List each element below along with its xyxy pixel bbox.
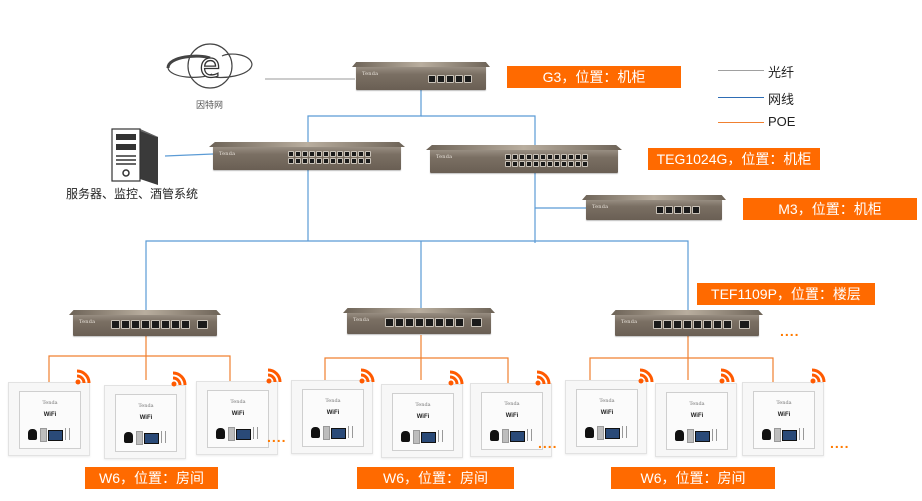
more-aps-ellipsis: ....	[538, 435, 558, 451]
uplink-port	[471, 318, 482, 327]
device-brand: Tenda	[592, 204, 609, 210]
legend-label-fiber: 光纤	[768, 65, 795, 80]
ethernet-ports	[505, 154, 588, 167]
tef1109p-switch-3: Tenda	[611, 310, 763, 336]
legend-line-fiber	[718, 70, 764, 71]
wifi-signal-icon	[75, 369, 91, 385]
ap-brand: Tenda	[230, 399, 246, 405]
ethernet-distribution	[145, 240, 689, 314]
wifi-logo: WiFi	[777, 412, 791, 418]
ap-brand: Tenda	[504, 401, 520, 407]
legend-line-ethernet	[718, 97, 764, 98]
w6-label-3: W6，位置：房间	[611, 467, 775, 489]
wifi-signal-icon	[638, 368, 654, 384]
wifi-signal-icon	[719, 368, 735, 384]
teg1024g-switch-1: Tenda	[209, 142, 405, 170]
wifi-logo: WiFi	[600, 410, 614, 416]
device-brand: Tenda	[362, 71, 379, 77]
poe-group3	[589, 357, 774, 383]
poe-ports	[653, 320, 732, 329]
ap-brand: Tenda	[325, 398, 341, 404]
device-brand: Tenda	[621, 319, 638, 325]
wifi-logo: WiFi	[326, 410, 340, 416]
m3-label: M3，位置：机柜	[743, 198, 917, 220]
g3-label: G3，位置：机柜	[507, 66, 681, 88]
m3-controller: Tenda	[582, 195, 726, 220]
wifi-logo: WiFi	[416, 414, 430, 420]
server-node: 服务器、监控、酒管系统	[60, 125, 210, 205]
g3-router: Tenda	[352, 62, 490, 90]
wifi-logo: WiFi	[505, 413, 519, 419]
tef1109p-switch-2: Tenda	[343, 308, 495, 334]
ethernet-g3-core2	[421, 115, 536, 148]
wifi-logo: WiFi	[43, 412, 57, 418]
legend-line-poe	[718, 122, 764, 123]
ethernet-ports	[428, 75, 472, 83]
ethernet-server-switch	[164, 153, 214, 157]
wifi-signal-icon	[359, 368, 375, 384]
uplink-port	[197, 320, 208, 329]
wifi-signal-icon	[171, 371, 187, 387]
internet-label: 因特网	[196, 100, 224, 110]
server-tower-icon	[111, 128, 158, 185]
poe-ports	[111, 320, 190, 329]
ap-brand: Tenda	[689, 401, 705, 407]
device-brand: Tenda	[436, 154, 453, 160]
ethernet-g3-core	[307, 88, 422, 145]
device-brand: Tenda	[219, 151, 236, 157]
w6-label-1: W6，位置：房间	[85, 467, 218, 489]
wifi-signal-icon	[810, 368, 826, 384]
wifi-logo: WiFi	[139, 415, 153, 421]
poe-ports	[385, 318, 464, 327]
wifi-signal-icon	[448, 370, 464, 386]
legend-label-poe: POE	[768, 114, 796, 129]
teg1024g-switch-2: Tenda	[426, 145, 622, 173]
ap-brand: Tenda	[42, 400, 58, 406]
wifi-signal-icon	[535, 370, 551, 386]
ap-brand: Tenda	[776, 400, 792, 406]
legend-label-ethernet: 网线	[768, 92, 795, 107]
poe-group2	[324, 357, 509, 383]
more-aps-ellipsis: ....	[830, 435, 850, 451]
uplink-port	[739, 320, 750, 329]
w6-label-2: W6，位置：房间	[357, 467, 514, 489]
svg-text:e: e	[200, 46, 221, 86]
teg1024g-label: TEG1024G，位置：机柜	[648, 148, 820, 170]
ethernet-ports	[288, 151, 371, 164]
wifi-logo: WiFi	[231, 411, 245, 417]
internet-explorer-icon: e	[166, 43, 253, 89]
server-label: 服务器、监控、酒管系统	[66, 187, 199, 201]
device-brand: Tenda	[353, 317, 370, 323]
tef1109p-switch-1: Tenda	[69, 310, 221, 336]
ethernet-ports	[656, 206, 700, 214]
ap-brand: Tenda	[138, 403, 154, 409]
internet-node: e 因特网	[160, 38, 260, 110]
poe-group1	[48, 355, 231, 383]
tef1109p-label: TEF1109P，位置：楼层	[697, 283, 875, 305]
more-aps-ellipsis: ....	[267, 429, 287, 445]
ap-brand: Tenda	[415, 402, 431, 408]
wifi-logo: WiFi	[690, 413, 704, 419]
ap-brand: Tenda	[599, 398, 615, 404]
wifi-signal-icon	[266, 368, 282, 384]
device-brand: Tenda	[79, 319, 96, 325]
more-switches-ellipsis: ....	[780, 323, 800, 339]
